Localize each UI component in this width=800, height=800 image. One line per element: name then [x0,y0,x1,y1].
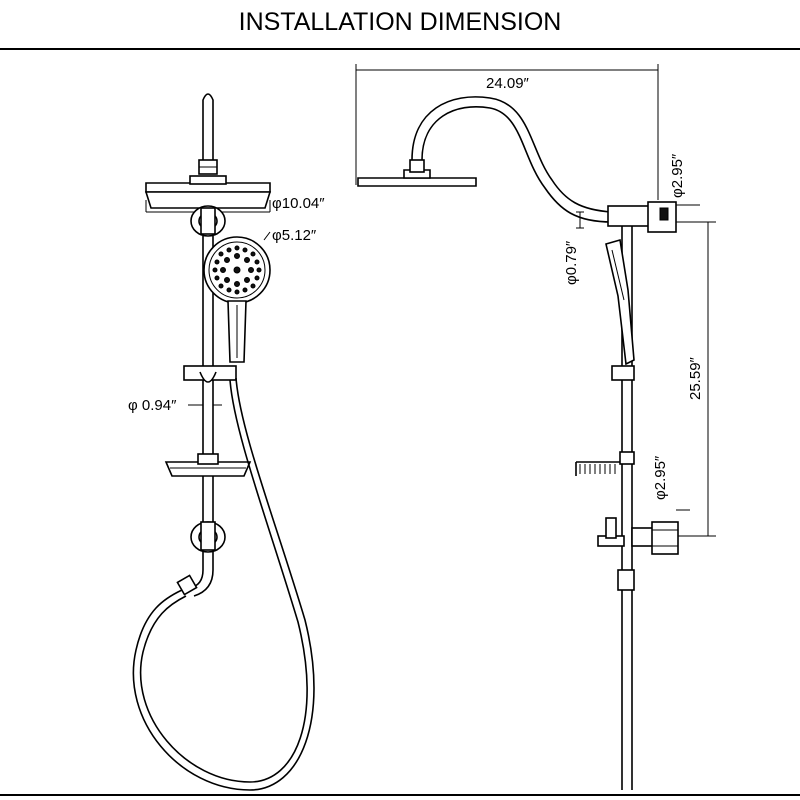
handshower-diameter-label: φ5.12″ [272,227,317,244]
front-hose-outlet [176,569,214,597]
side-soap-basket [575,451,635,476]
side-hose-inlet [617,569,635,591]
front-hose [132,377,315,791]
arm-diameter-dim-line [576,211,584,229]
side-top-bracket [607,201,700,233]
title-divider [0,48,800,50]
front-view: φ10.04″ [128,93,325,791]
page-title: INSTALLATION DIMENSION [238,8,562,36]
front-hand-shower [203,231,271,363]
front-riser-pipe [198,93,218,175]
front-shower-head [144,175,272,213]
bottom-bracket-diameter-label: φ2.95″ [652,455,669,500]
bracket-spacing-label: 25.59″ [687,356,704,400]
bottom-border [0,794,800,796]
front-top-bracket [190,205,226,237]
head-diameter-label: φ10.04″ [272,195,325,212]
front-bottom-bracket [190,521,226,553]
side-view: 24.09″ φ2.95″ φ0.79″ [355,64,716,790]
front-slider-holder [183,365,237,383]
side-shower-arm [411,96,613,223]
slide-bar-diameter-label: φ 0.94″ [128,397,177,414]
arm-reach-dim-line [355,64,659,200]
slide-bar-dim-line [188,398,222,412]
side-hand-shower [605,238,635,381]
arm-diameter-label: φ0.79″ [563,240,580,285]
side-shower-head [357,159,477,187]
bracket-spacing-dim-line [676,221,716,537]
top-bracket-diameter-label: φ2.95″ [669,153,686,198]
arm-reach-label: 24.09″ [486,75,530,92]
front-soap-basket [164,453,252,477]
side-bottom-bracket [597,509,690,555]
